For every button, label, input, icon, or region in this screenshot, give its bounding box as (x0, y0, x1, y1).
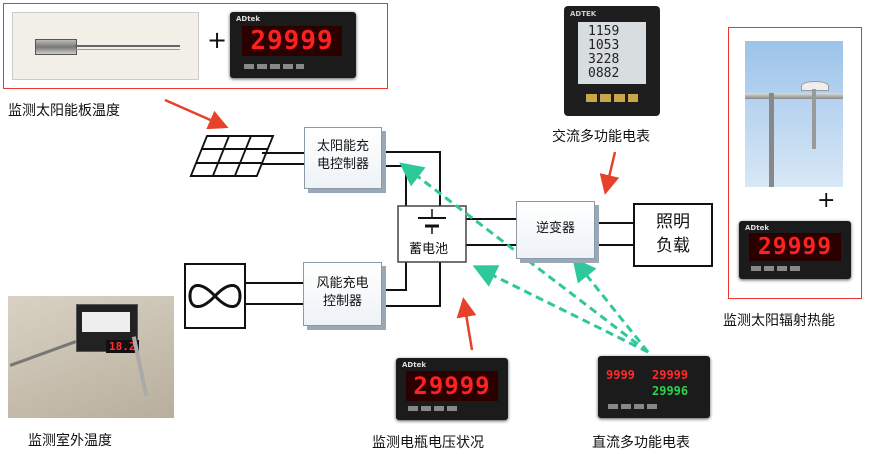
ac-meter-image: ADTEK 1159 1053 3228 0882 (564, 6, 660, 116)
label-battery-voltage: 监测电瓶电压状况 (372, 435, 484, 451)
label-ac-meter: 交流多功能电表 (552, 129, 650, 145)
lighting-load-box (633, 203, 713, 267)
solar-temp-meter: ADtek 29999 (230, 12, 356, 78)
battery-voltage-meter: ADtek 29999 (396, 358, 508, 420)
inverter: 逆变器 (516, 201, 595, 259)
solar-temp-frame: + ADtek 29999 (3, 3, 388, 89)
wind-charge-controller: 风能充电控制器 (303, 262, 382, 326)
lighting-load: 照明负载 (656, 212, 690, 256)
plus-sign-right: + (817, 188, 836, 213)
label-radiation: 监测太阳辐射热能 (723, 313, 835, 329)
battery-box (397, 205, 467, 263)
label-dc-meter: 直流多功能电表 (592, 435, 690, 451)
solar-charge-controller: 太阳能充电控制器 (304, 127, 382, 189)
label-solar-temp: 监测太阳能板温度 (8, 103, 120, 119)
plus-sign: + (207, 26, 228, 54)
radiation-meter: ADtek 29999 (739, 221, 851, 279)
solar-panel-icon (189, 135, 275, 177)
dc-meter: 9999 29999 29996 (598, 356, 710, 418)
temperature-sensor-image (12, 12, 199, 80)
outdoor-temp-photo: 18.2 (8, 296, 174, 418)
radiation-frame: + ADtek 29999 (728, 27, 862, 299)
radiation-sensor-image (745, 41, 843, 187)
label-outdoor-temp: 监测室外温度 (28, 433, 112, 449)
battery-label: 蓄电池 (409, 242, 449, 257)
wind-turbine-icon (184, 263, 246, 329)
